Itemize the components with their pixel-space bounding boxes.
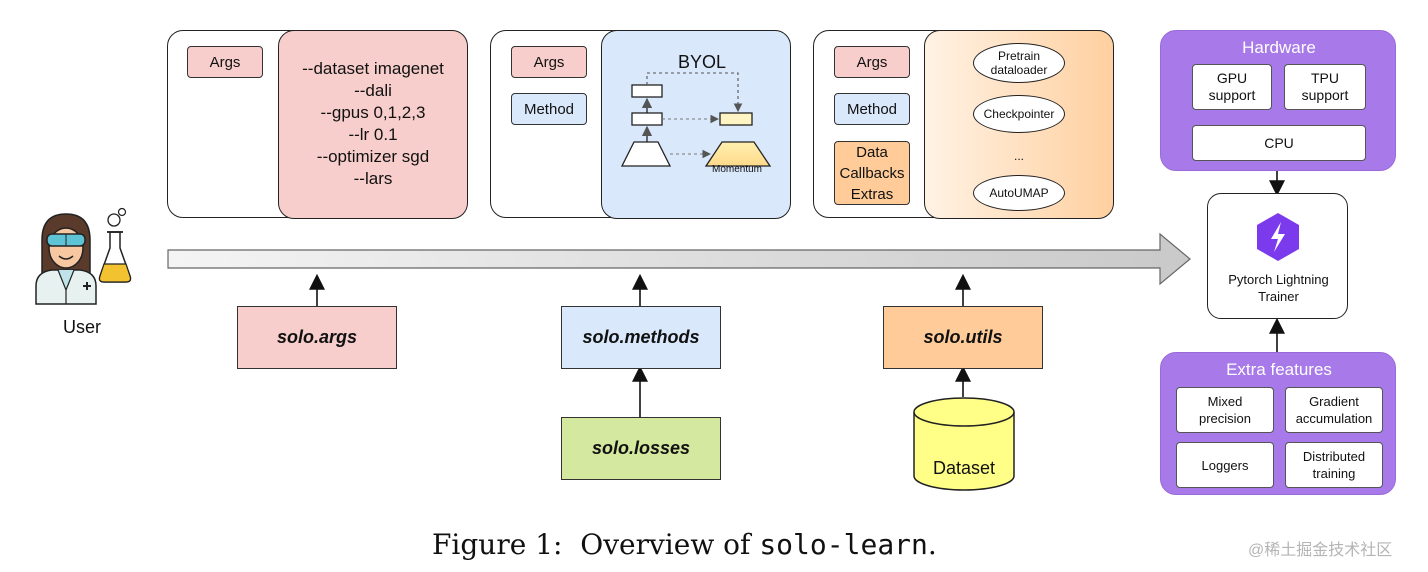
hardware-panel: Hardware GPU support TPU support CPU (1160, 30, 1396, 171)
pretrain-line: dataloader (990, 62, 1048, 77)
pretrain-line: Pretrain (997, 48, 1041, 63)
momentum-label: Momentum (711, 164, 762, 175)
tpu-line: support (1301, 87, 1349, 103)
pytorch-lightning-trainer-box: Pytorch Lightning Trainer (1207, 193, 1348, 319)
caption-prefix: Figure 1: Overview of (432, 528, 760, 561)
mixed-precision-box: Mixed precision (1176, 387, 1274, 433)
pipeline-arrow (167, 232, 1191, 286)
method-chip: Method (511, 93, 587, 125)
distributed-line: Distributed (1302, 449, 1366, 464)
gpu-support-box: GPU support (1192, 64, 1272, 110)
solo-losses-module: solo.losses (561, 417, 721, 480)
extras-line: Extras (850, 185, 894, 203)
gpu-line: GPU (1216, 70, 1248, 86)
checkpointer-node: Checkpointer (973, 94, 1065, 133)
dataset-cylinder-icon (913, 397, 1015, 491)
distributed-line: training (1312, 466, 1356, 481)
cli-line: --lars (353, 169, 393, 188)
figure-caption: Figure 1: Overview of solo-learn. (432, 528, 937, 568)
hardware-title: Hardware (1242, 38, 1316, 57)
gradient-line: accumulation (1295, 411, 1373, 426)
trainer-label: Pytorch Lightning Trainer (1208, 270, 1349, 306)
lightning-icon (1257, 213, 1299, 261)
solo-utils-module: solo.utils (883, 306, 1043, 369)
caption-code: solo-learn (759, 528, 928, 561)
ellipsis-label: ... (1013, 148, 1024, 163)
method-chip: Method (834, 93, 910, 125)
cli-line: --dataset imagenet (302, 59, 444, 78)
tpu-line: TPU (1311, 70, 1339, 86)
cli-line: --lr 0.1 (348, 125, 398, 144)
trainer-line: Trainer (1258, 289, 1299, 304)
trainer-line: Pytorch Lightning (1228, 272, 1329, 287)
caption-suffix: . (927, 528, 937, 561)
cli-line: --dali (354, 81, 392, 100)
cli-line: --gpus 0,1,2,3 (320, 103, 426, 122)
solo-args-module: solo.args (237, 306, 397, 369)
tpu-support-box: TPU support (1284, 64, 1366, 110)
methods-panel: Args Method BYOL (490, 29, 791, 219)
cpu-box: CPU (1192, 125, 1366, 161)
gradient-accumulation-box: Gradient accumulation (1285, 387, 1383, 433)
user-scientist-icon (35, 207, 132, 305)
gradient-line: Gradient (1309, 394, 1359, 409)
extra-features-title: Extra features (1226, 360, 1332, 379)
data-callbacks-extras-chip: Data Callbacks Extras (834, 141, 910, 205)
byol-title: BYOL (677, 52, 727, 72)
loggers-box: Loggers (1176, 442, 1274, 488)
args-chip: Args (511, 46, 587, 78)
extras-line: Data (856, 143, 888, 161)
pretrain-dataloader-node: Pretrain dataloader (973, 42, 1065, 83)
mixed-line: precision (1198, 411, 1252, 426)
watermark-text: @稀土掘金技术社区 (1248, 542, 1393, 559)
user-label: User (62, 316, 101, 337)
dataset-label: Dataset (932, 457, 996, 478)
extra-features-panel: Extra features Mixed precision Gradient … (1160, 352, 1396, 495)
mixed-line: Mixed (1207, 394, 1243, 409)
extras-line: Callbacks (839, 164, 905, 182)
byol-schematic (620, 71, 772, 167)
args-chip: Args (187, 46, 263, 78)
utils-components-box: Pretrain dataloader Checkpointer ... Aut… (924, 29, 1114, 219)
args-config-panel: Args --dataset imagenet --dali --gpus 0,… (167, 29, 468, 219)
utils-panel: Args Method Data Callbacks Extras Pretra… (813, 29, 1114, 219)
gpu-line: support (1208, 87, 1256, 103)
cli-arguments-box: --dataset imagenet --dali --gpus 0,1,2,3… (278, 29, 468, 219)
solo-methods-module: solo.methods (561, 306, 721, 369)
args-chip: Args (834, 46, 910, 78)
autoumap-node: AutoUMAP (973, 174, 1065, 211)
byol-box: BYOL Momentu (601, 29, 791, 219)
cli-arguments-text: --dataset imagenet --dali --gpus 0,1,2,3… (302, 58, 444, 190)
cli-line: --optimizer sgd (316, 147, 430, 166)
distributed-training-box: Distributed training (1285, 442, 1383, 488)
